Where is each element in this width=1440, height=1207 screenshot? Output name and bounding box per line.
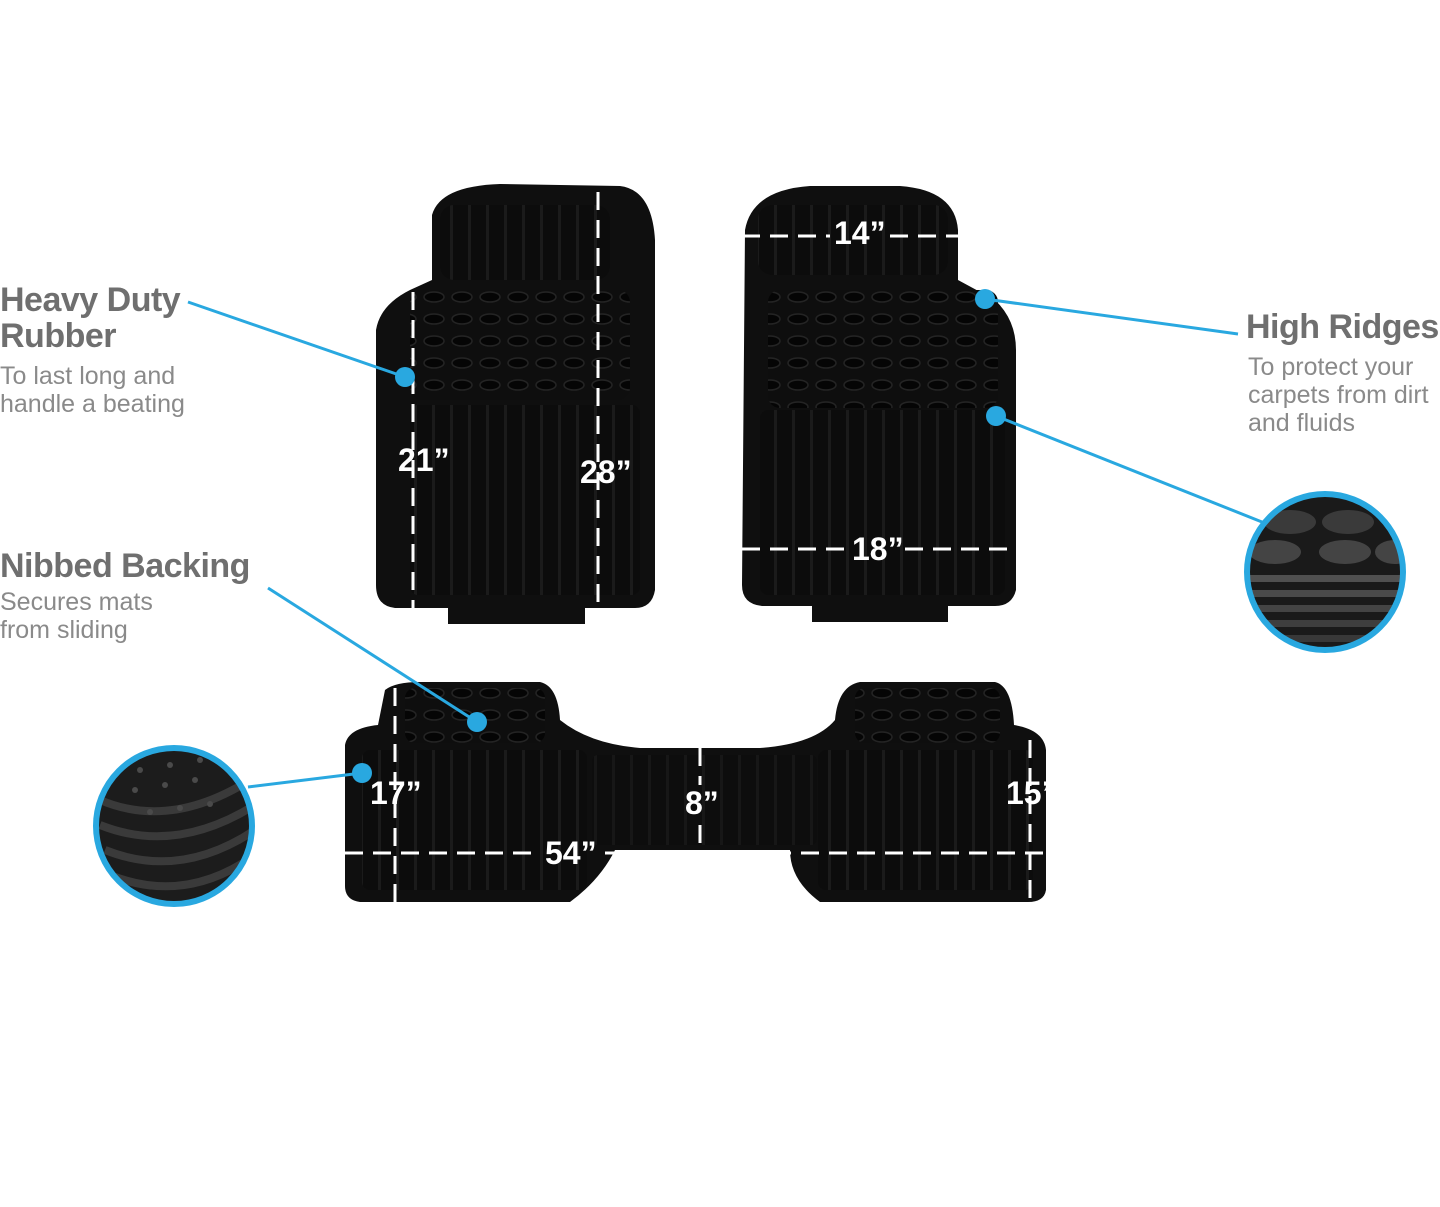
rear-mat	[345, 682, 1046, 902]
dimension-front-left-long: 28”	[580, 454, 632, 490]
dimension-front-right-top: 14”	[834, 215, 886, 251]
leader-lines	[187, 297, 1263, 789]
heavy-duty-subtitle: To last long and handle a beating	[0, 362, 185, 418]
nibbed-backing-subtitle: Secures mats from sliding	[0, 588, 153, 644]
nibbed-backing-zoom	[93, 745, 255, 907]
dimension-front-left-short: 21”	[398, 442, 450, 478]
front-left-mat	[376, 184, 655, 624]
dimension-front-right-bottom: 18”	[852, 531, 904, 567]
dimension-rear-center: 8”	[685, 785, 719, 821]
nibbed-backing-title: Nibbed Backing	[0, 547, 250, 585]
dimension-lines	[345, 192, 1046, 902]
dimension-rear-right: 15”	[1006, 776, 1046, 810]
high-ridges-subtitle: To protect your carpets from dirt and fl…	[1248, 353, 1429, 437]
heavy-duty-title: Heavy Duty Rubber	[0, 281, 181, 355]
dimension-rear-width: 54”	[545, 835, 597, 871]
dimension-rear-side: 17”	[370, 775, 422, 811]
high-ridges-zoom	[1244, 491, 1406, 653]
high-ridges-title: High Ridges	[1246, 308, 1439, 346]
front-right-mat	[742, 186, 1016, 622]
callout-dots	[352, 289, 1006, 783]
